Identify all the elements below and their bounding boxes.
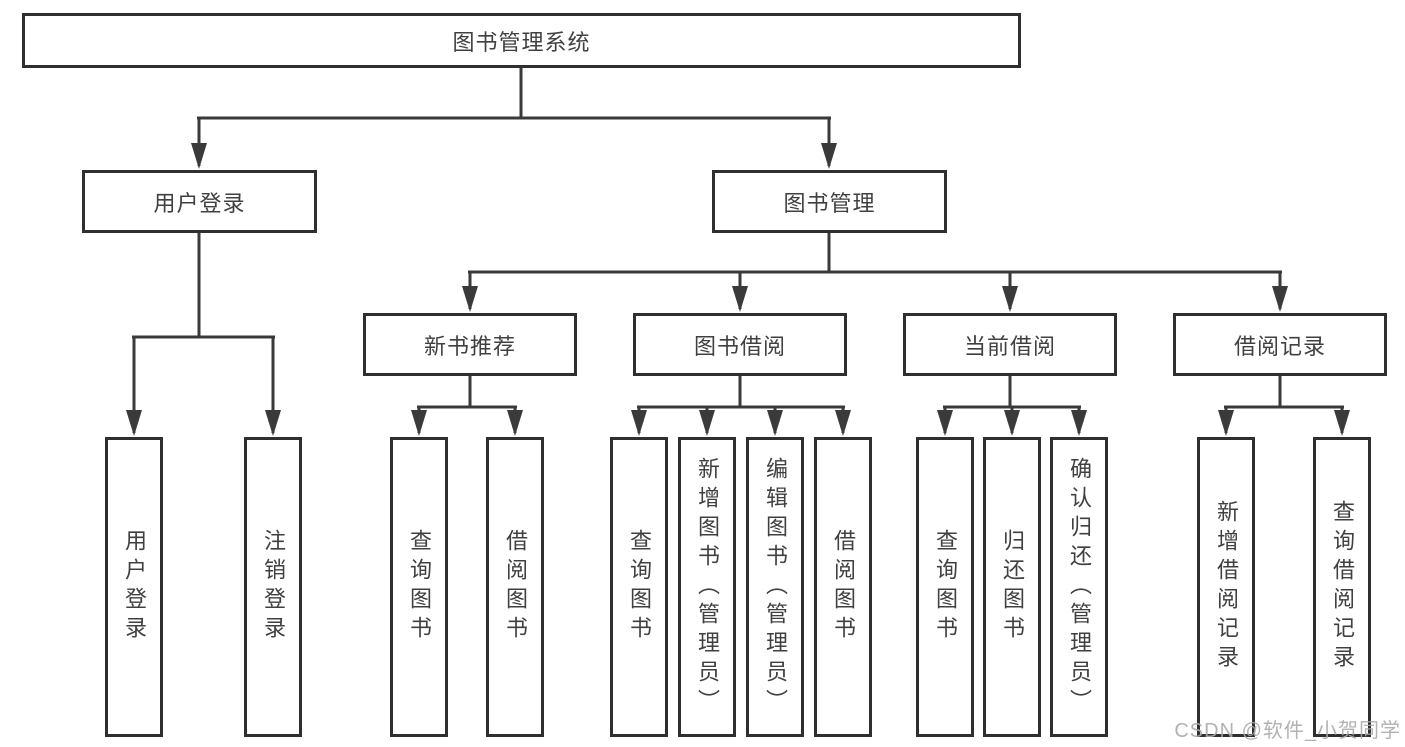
leaf-add-books-admin: 新增图书（管理员） xyxy=(678,437,736,737)
node-library-management-system: 图书管理系统 xyxy=(22,13,1021,68)
node-borrow-records: 借阅记录 xyxy=(1173,313,1387,376)
node-book-management: 图书管理 xyxy=(712,170,947,233)
csdn-watermark: CSDN @软件_小贺同学 xyxy=(1174,720,1401,742)
leaf-user-login: 用户登录 xyxy=(105,437,163,737)
node-book-borrow: 图书借阅 xyxy=(633,313,847,376)
node-new-book-recommend: 新书推荐 xyxy=(363,313,577,376)
leaf-edit-books-admin: 编辑图书（管理员） xyxy=(746,437,804,737)
leaf-query-books-recommend: 查询图书 xyxy=(390,437,448,737)
node-current-borrow: 当前借阅 xyxy=(903,313,1117,376)
leaf-confirm-return-admin: 确认归还（管理员） xyxy=(1050,437,1108,737)
leaf-add-borrow-record: 新增借阅记录 xyxy=(1197,437,1255,737)
leaf-borrow-books-recommend: 借阅图书 xyxy=(486,437,544,737)
leaf-borrow-books: 借阅图书 xyxy=(814,437,872,737)
leaf-return-books: 归还图书 xyxy=(983,437,1041,737)
leaf-query-books-current: 查询图书 xyxy=(916,437,974,737)
node-user-login: 用户登录 xyxy=(82,170,317,233)
leaf-logout: 注销登录 xyxy=(244,437,302,737)
leaf-query-books-borrow: 查询图书 xyxy=(610,437,668,737)
leaf-query-borrow-record: 查询借阅记录 xyxy=(1313,437,1371,737)
